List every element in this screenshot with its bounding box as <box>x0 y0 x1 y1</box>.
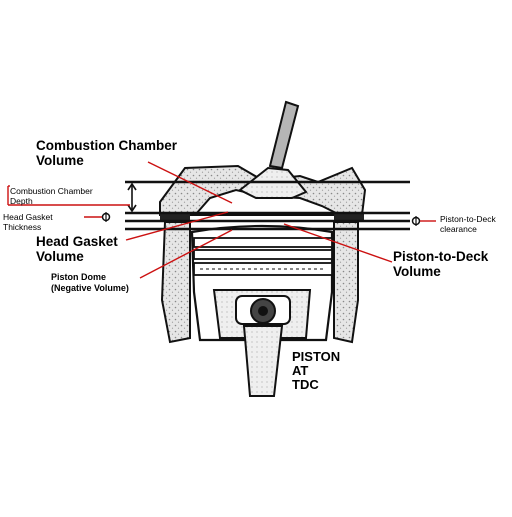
block-left-wall <box>160 221 191 344</box>
block-right-wall <box>333 221 359 344</box>
label-piston-to-deck-clearance: Piston-to-Deck clearance <box>440 214 496 234</box>
label-head-gasket-thickness: Head Gasket Thickness <box>3 212 53 232</box>
piston-ring-1 <box>193 237 333 248</box>
label-combustion-chamber-volume: Combustion Chamber Volume <box>36 138 178 168</box>
piston-ring-2 <box>193 249 333 260</box>
head-gasket-left <box>160 213 190 221</box>
label-piston-dome: Piston Dome (Negative Volume) <box>51 272 129 293</box>
label-head-gasket-volume: Head Gasket Volume <box>36 234 118 264</box>
head-gasket-right <box>334 213 364 221</box>
leader-lines <box>7 161 436 279</box>
label-piston-at-tdc: PISTON AT TDC <box>292 349 341 392</box>
valve-stem <box>268 100 300 170</box>
label-combustion-chamber-depth: Combustion Chamber Depth <box>10 186 93 206</box>
connecting-rod <box>242 325 284 397</box>
label-piston-to-deck-volume: Piston-to-Deck Volume <box>393 249 489 279</box>
